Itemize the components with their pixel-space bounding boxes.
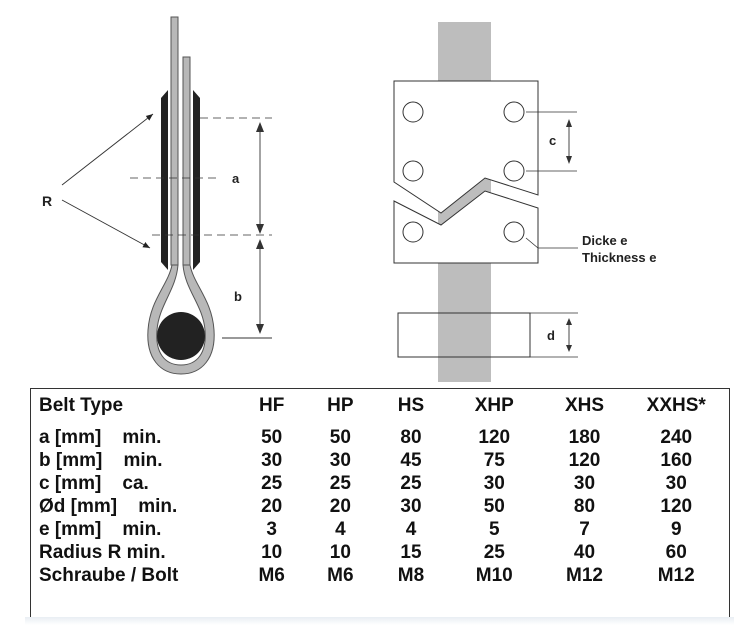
- cell-value: 5: [488, 519, 500, 540]
- belt-loop: [147, 264, 215, 375]
- cell-value: 240: [660, 427, 693, 448]
- belt-loop-drawing: a b R: [42, 16, 272, 375]
- bolt-hole: [503, 160, 525, 182]
- table-row: Radius R min. 10 10 15 25 40 60: [39, 541, 729, 564]
- header-type-hp: HP: [327, 395, 354, 416]
- cell-value: 75: [483, 450, 505, 471]
- bolt-hole: [503, 101, 525, 123]
- cell-value: 30: [573, 473, 596, 494]
- cell-value: 80: [573, 496, 596, 517]
- cell-value: 50: [261, 427, 283, 448]
- cell-value: 15: [400, 542, 422, 563]
- bolt-hole: [402, 221, 424, 243]
- cell-value: 20: [261, 496, 283, 517]
- cell-value: 120: [660, 496, 693, 517]
- row-param: b [mm] min.: [39, 450, 163, 471]
- header-belt-type: Belt Type: [39, 395, 124, 416]
- table-row: e [mm] min. 3 4 4 5 7 9: [39, 518, 729, 541]
- cell-value: 20: [329, 496, 351, 517]
- cell-value: 120: [478, 427, 511, 448]
- clamp-plate-upper: [393, 80, 539, 214]
- cell-value: 10: [329, 542, 351, 563]
- spec-table-panel: Belt Type HF HP HS XHP XHS XXHS* a [mm] …: [25, 388, 734, 625]
- belt-strip-outer: [170, 16, 179, 266]
- cell-value: 80: [400, 427, 422, 448]
- radius-r-leader-top: [61, 113, 154, 186]
- header-type-xhp: XHP: [474, 395, 514, 416]
- thickness-label-de: Dicke e: [582, 233, 628, 248]
- cell-value: 30: [400, 496, 422, 517]
- bolt-hole: [402, 101, 424, 123]
- thickness-label-en: Thickness e: [582, 250, 656, 265]
- dimension-b-label: b: [234, 289, 242, 304]
- header-type-hs: HS: [397, 395, 425, 416]
- cell-value: 50: [329, 427, 351, 448]
- dimension-c-label: c: [549, 133, 556, 148]
- radius-r-leader-bottom: [61, 199, 151, 249]
- cell-value: 4: [405, 519, 417, 540]
- row-param: e [mm] min.: [39, 519, 162, 540]
- row-param: Ød [mm] min.: [39, 496, 178, 517]
- bolt-hole: [503, 221, 525, 243]
- cell-value: 160: [660, 450, 693, 471]
- header-type-xhs: XHS: [564, 395, 605, 416]
- cell-value: 50: [483, 496, 505, 517]
- table-row: c [mm] ca. 25 25 25 30 30 30: [39, 472, 729, 495]
- belt-strip-inner: [182, 56, 191, 266]
- cell-value: M8: [397, 565, 425, 586]
- table-row: Ød [mm] min. 20 20 30 50 80 120: [39, 495, 729, 518]
- cell-value: 4: [335, 519, 346, 540]
- row-param: c [mm] ca.: [39, 473, 149, 494]
- cell-value: 10: [261, 542, 283, 563]
- cell-value: 7: [579, 519, 590, 540]
- cell-value: 45: [400, 450, 422, 471]
- row-param: a [mm] min.: [39, 427, 162, 448]
- dimension-d-label: d: [547, 328, 555, 343]
- bolt-hole: [402, 160, 424, 182]
- dimension-a-label: a: [232, 171, 240, 186]
- table-row: b [mm] min. 30 30 45 75 120 160: [39, 449, 729, 472]
- spec-table: Belt Type HF HP HS XHP XHS XXHS* a [mm] …: [39, 394, 729, 587]
- cell-value: M12: [566, 565, 603, 586]
- cell-value: 30: [329, 450, 351, 471]
- cell-value: 60: [665, 542, 687, 563]
- cell-value: 30: [665, 473, 687, 494]
- cell-value: M12: [657, 565, 695, 586]
- thickness-leader: [525, 237, 578, 249]
- cell-value: 3: [266, 519, 277, 540]
- row-param: Schraube / Bolt: [39, 565, 179, 586]
- cell-value: M6: [327, 565, 354, 586]
- round-bar: [157, 312, 205, 360]
- rubber-pad-left: [161, 90, 168, 270]
- cell-value: 9: [670, 519, 682, 540]
- header-type-xxhs: XXHS*: [646, 395, 706, 416]
- cell-value: M10: [475, 565, 513, 586]
- table-header-row: Belt Type HF HP HS XHP XHS XXHS*: [39, 394, 729, 426]
- cell-value: 120: [568, 450, 601, 471]
- cell-value: 25: [261, 473, 283, 494]
- radius-r-label: R: [42, 193, 52, 209]
- table-row: Schraube / Bolt M6 M6 M8 M10 M12 M12: [39, 564, 729, 587]
- cell-value: 180: [568, 427, 601, 448]
- cell-value: 30: [261, 450, 283, 471]
- clamp-plate-lower: [393, 190, 539, 264]
- cell-value: 25: [329, 473, 351, 494]
- cell-value: M6: [258, 565, 285, 586]
- cell-value: 25: [400, 473, 422, 494]
- clamp-drawing: c Dicke e Thickness e d: [393, 22, 656, 382]
- belt-band-side: [438, 313, 491, 357]
- header-type-hf: HF: [259, 395, 285, 416]
- cell-value: 30: [483, 473, 505, 494]
- cell-value: 40: [573, 542, 596, 563]
- row-param: Radius R min.: [39, 542, 166, 563]
- table-row: a [mm] min. 50 50 80 120 180 240: [39, 426, 729, 449]
- cell-value: 25: [483, 542, 505, 563]
- rubber-pad-right: [193, 90, 200, 270]
